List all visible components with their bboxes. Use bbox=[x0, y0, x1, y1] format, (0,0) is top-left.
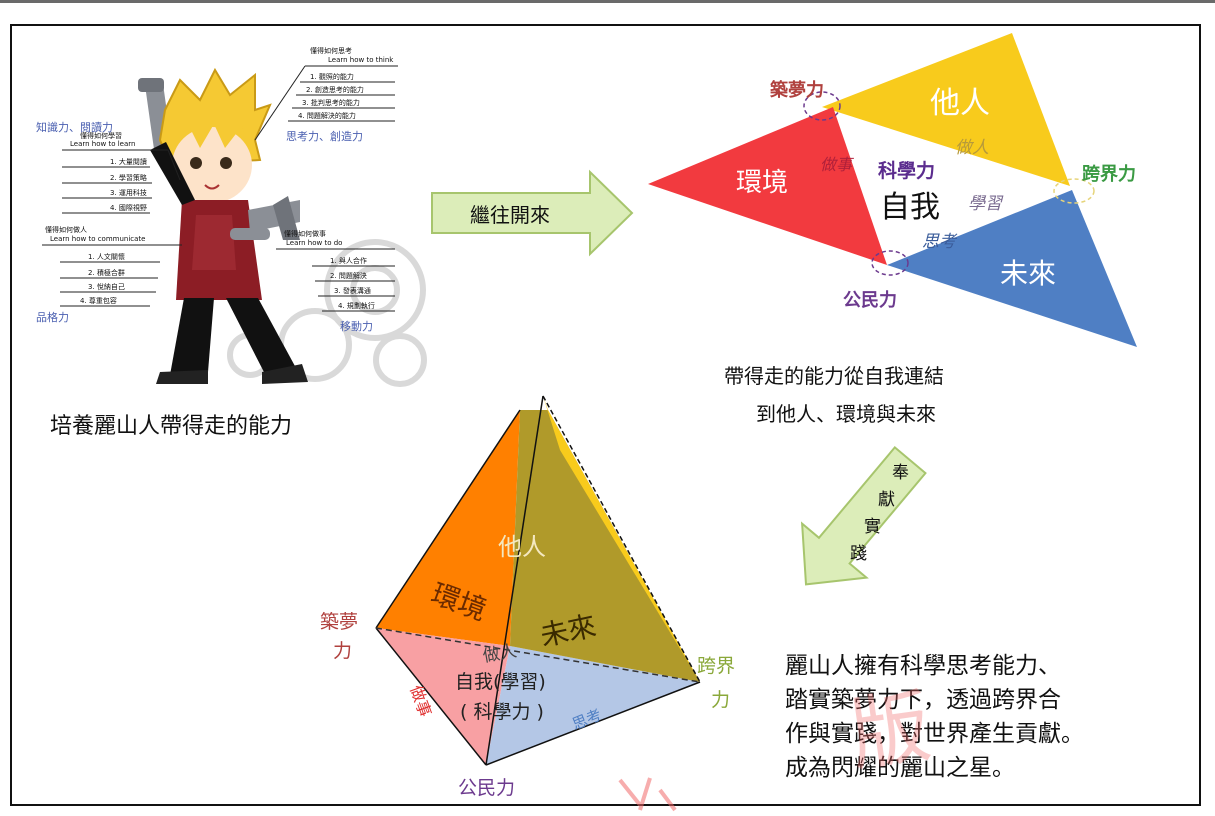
summary-line-2: 踏實築夢力下，透過跨界合 bbox=[785, 687, 1061, 713]
learn-to-think-group: 懂得如何思考 Learn how to think 1. 觀照的能力 2. 創造… bbox=[254, 46, 398, 141]
think-label: 思考 bbox=[922, 232, 958, 252]
pyramid-think-face bbox=[486, 646, 700, 765]
illustration-caption: 培養麗山人帶得走的能力 bbox=[50, 414, 292, 439]
practice-arrow-char: 實 bbox=[864, 517, 881, 537]
gear-decoration bbox=[227, 239, 427, 387]
pyramid-environment-face bbox=[376, 410, 520, 646]
communicate-header: 懂得如何做人 bbox=[45, 225, 87, 234]
learn-label: 學習 bbox=[968, 194, 1004, 214]
learn-to-communicate-group: 懂得如何做人 Learn how to communicate 1. 人文關懷 … bbox=[42, 225, 182, 307]
branch-character: 品格力 bbox=[36, 310, 69, 324]
do-item-1: 1. 與人合作 bbox=[330, 256, 367, 265]
self-label: 自我 bbox=[880, 190, 940, 225]
learn-item-2: 2. 學習策略 bbox=[110, 173, 147, 182]
practice-arrow-label: 奉獻實踐 bbox=[850, 463, 909, 564]
pyramid-diagram: 他人 環境 未來 做人 自我(學習) ( 科學力 ) 思考 做事 築夢 力 跨界… bbox=[320, 395, 735, 799]
dream-label: 築夢力 bbox=[769, 79, 824, 101]
do-item-4: 4. 規劃執行 bbox=[338, 301, 375, 310]
learn-item-1: 1. 大量閱讀 bbox=[110, 157, 147, 166]
future-label: 未來 bbox=[1000, 257, 1056, 290]
learn-to-learn-group: 懂得如何學習 Learn how to learn 1. 大量閱讀 2. 學習策… bbox=[62, 131, 181, 214]
communicate-item-1: 1. 人文關懷 bbox=[88, 252, 125, 261]
communicate-item-2: 2. 積極合群 bbox=[88, 268, 125, 277]
do-header-en: Learn how to do bbox=[286, 239, 342, 247]
think-header-en: Learn how to think bbox=[328, 56, 394, 64]
top-rule bbox=[0, 0, 1215, 3]
branch-knowledge: 知識力、閱讀力 bbox=[36, 120, 113, 134]
practice-arrow-char: 奉 bbox=[892, 463, 909, 483]
branch-thinking: 思考力、創造力 bbox=[286, 129, 363, 143]
pyramid-self-learn-label: 自我(學習) bbox=[455, 671, 546, 693]
think-item-1: 1. 觀照的能力 bbox=[310, 72, 354, 81]
learn-to-do-group: 懂得如何做事 Learn how to do 1. 與人合作 2. 問題解決 3… bbox=[276, 229, 395, 312]
pyramid-cross-label-1: 跨界 bbox=[697, 655, 735, 677]
environment-label: 環境 bbox=[736, 168, 788, 198]
cartoon-illustration: 懂得如何思考 Learn how to think 1. 觀照的能力 2. 創造… bbox=[36, 46, 427, 387]
communicate-item-3: 3. 悅納自己 bbox=[88, 282, 125, 291]
civic-label: 公民力 bbox=[843, 290, 897, 311]
pyramid-future-face bbox=[510, 410, 700, 682]
continue-arrow: 繼往開來 bbox=[431, 169, 634, 257]
civic-connector bbox=[871, 250, 909, 276]
summary-text: 麗山人擁有科學思考能力、 踏實築夢力下，透過跨界合 作與實踐，對世界產生貢獻。 … bbox=[785, 653, 1084, 781]
learn-item-4: 4. 國際視野 bbox=[110, 203, 147, 212]
cross-connector bbox=[1053, 178, 1095, 204]
practice-arrow bbox=[800, 445, 927, 586]
triangle-caption-line-2: 到他人、環境與未來 bbox=[756, 402, 936, 426]
triangle-diagram: 他人 環境 未來 自我 科學力 學習 做人 做事 思考 築夢力 跨界力 公民力 bbox=[648, 33, 1137, 347]
others-label: 他人 bbox=[930, 86, 990, 121]
do-item-3: 3. 發表溝通 bbox=[334, 286, 371, 295]
learn-header-en: Learn how to learn bbox=[70, 140, 135, 148]
communicate-item-4: 4. 尊重包容 bbox=[80, 296, 117, 305]
cartoon-figure bbox=[138, 67, 308, 384]
science-label: 科學力 bbox=[878, 159, 935, 182]
communicate-header-en: Learn how to communicate bbox=[50, 235, 146, 243]
environment-triangle bbox=[648, 107, 887, 265]
continue-arrow-label: 繼往開來 bbox=[470, 203, 550, 227]
act-label: 做事 bbox=[820, 155, 854, 174]
behave-label: 做人 bbox=[955, 138, 989, 158]
think-item-4: 4. 問題解決的能力 bbox=[298, 111, 356, 120]
practice-arrow-char: 踐 bbox=[850, 544, 867, 564]
watermark-stamp: 版 bbox=[844, 679, 936, 782]
cross-label: 跨界力 bbox=[1082, 164, 1136, 185]
dream-connector bbox=[803, 91, 841, 121]
pyramid-dream-label-1: 築夢 bbox=[320, 611, 358, 633]
summary-line-4: 成為閃耀的麗山之星。 bbox=[785, 755, 1015, 781]
triangle-caption-line-1: 帶得走的能力從自我連結 bbox=[724, 364, 944, 388]
pyramid-others-label: 他人 bbox=[498, 533, 546, 561]
learn-item-3: 3. 運用科技 bbox=[110, 188, 147, 197]
pyramid-science-label: ( 科學力 ) bbox=[460, 701, 544, 723]
think-item-3: 3. 批判思考的能力 bbox=[302, 98, 360, 107]
do-item-2: 2. 問題解決 bbox=[330, 271, 367, 280]
watermark-fragment bbox=[618, 777, 677, 812]
pyramid-act-face bbox=[376, 628, 510, 765]
branch-mobility: 移動力 bbox=[340, 319, 373, 333]
do-header: 懂得如何做事 bbox=[284, 229, 326, 238]
pyramid-cross-label-2: 力 bbox=[711, 689, 730, 711]
summary-line-1: 麗山人擁有科學思考能力、 bbox=[785, 653, 1061, 679]
summary-line-3: 作與實踐，對世界產生貢獻。 bbox=[785, 721, 1084, 747]
think-header: 懂得如何思考 bbox=[310, 46, 352, 55]
learn-header: 懂得如何學習 bbox=[80, 131, 122, 140]
others-triangle bbox=[822, 33, 1070, 186]
pyramid-civic-label: 公民力 bbox=[458, 777, 515, 799]
future-triangle bbox=[887, 190, 1137, 347]
think-item-2: 2. 創造思考的能力 bbox=[306, 85, 364, 94]
practice-arrow-char: 獻 bbox=[878, 490, 895, 510]
pyramid-dream-label-2: 力 bbox=[333, 640, 352, 662]
